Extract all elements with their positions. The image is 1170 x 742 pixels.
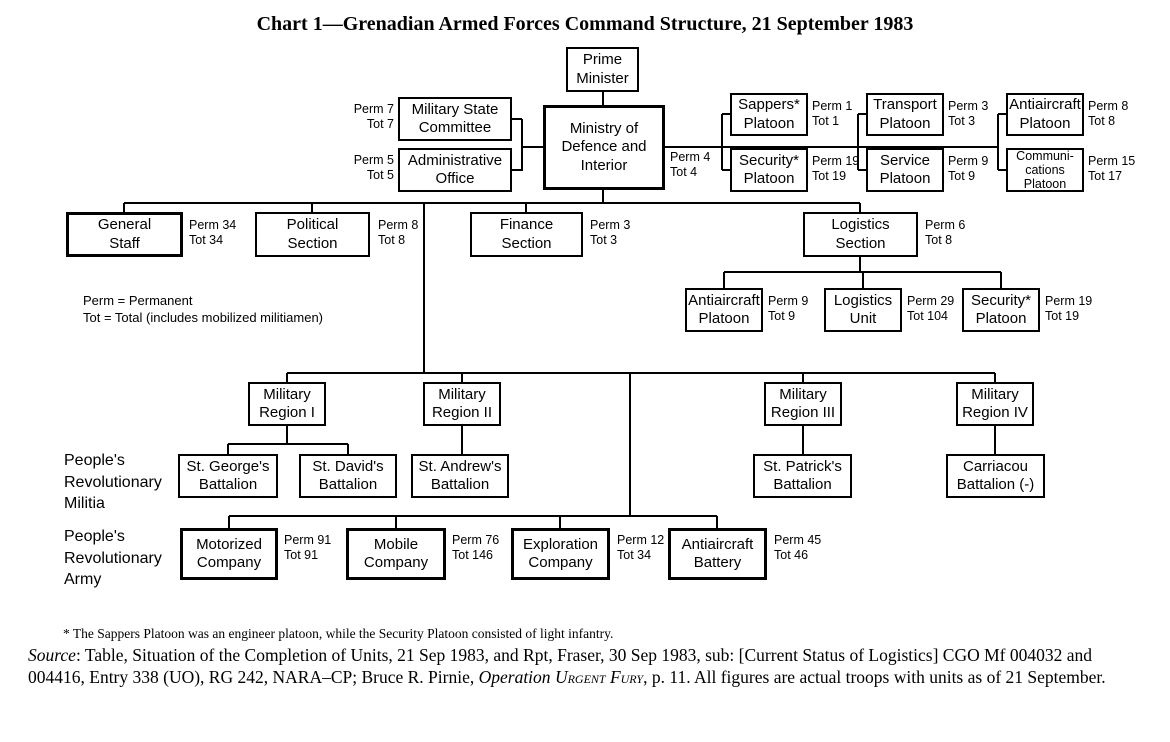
node-exploration-company: Exploration Company: [511, 528, 610, 580]
stat-sappers-platoon: Perm 1 Tot 1: [812, 99, 853, 128]
node-st-davids-battalion: St. David's Battalion: [299, 454, 397, 498]
node-st-patricks-battalion: St. Patrick's Battalion: [753, 454, 852, 498]
source-tail: , p. 11. All figures are actual troops w…: [643, 666, 1106, 687]
node-military-region-2: Military Region II: [423, 382, 501, 426]
source-operation: Operation: [478, 666, 555, 687]
node-military-region-4: Military Region IV: [956, 382, 1034, 426]
stat-security-platoon-logistics: Perm 19 Tot 19: [1045, 294, 1093, 323]
stat-exploration-company: Perm 12 Tot 34: [617, 533, 665, 562]
stat-security-platoon-top: Perm 19 Tot 19: [812, 154, 860, 183]
stat-motorized-company: Perm 91 Tot 91: [284, 533, 332, 562]
stat-logistics-section: Perm 6 Tot 8: [925, 218, 966, 247]
stat-antiaircraft-platoon-logistics: Perm 9 Tot 9: [768, 294, 809, 323]
node-sappers-platoon: Sappers* Platoon: [730, 93, 808, 136]
node-military-state-committee: Military State Committee: [398, 97, 512, 141]
node-antiaircraft-battery: Antiaircraft Battery: [668, 528, 767, 580]
stat-ministry: Perm 4 Tot 4: [670, 150, 711, 179]
node-logistics-section: Logistics Section: [803, 212, 918, 257]
stat-transport-platoon: Perm 3 Tot 3: [948, 99, 989, 128]
stat-service-platoon: Perm 9 Tot 9: [948, 154, 989, 183]
source-label: Source: [28, 645, 76, 665]
node-general-staff: General Staff: [66, 212, 183, 257]
node-st-georges-battalion: St. George's Battalion: [178, 454, 278, 498]
node-finance-section: Finance Section: [470, 212, 583, 257]
stat-mobile-company: Perm 76 Tot 146: [452, 533, 500, 562]
group-label-army: People's Revolutionary Army: [64, 528, 162, 589]
node-mobile-company: Mobile Company: [346, 528, 446, 580]
node-st-andrews-battalion: St. Andrew's Battalion: [411, 454, 509, 498]
stat-administrative-office: Perm 5 Tot 5: [353, 153, 394, 182]
legend: Perm = Permanent Tot = Total (includes m…: [83, 293, 323, 325]
node-military-region-1: Military Region I: [248, 382, 326, 426]
chart-title: Chart 1—Grenadian Armed Forces Command S…: [256, 13, 914, 35]
node-ministry-of-defence: Ministry of Defence and Interior: [543, 105, 665, 190]
node-antiaircraft-platoon-logistics: Antiaircraft Platoon: [685, 288, 763, 332]
stat-general-staff: Perm 34 Tot 34: [189, 218, 237, 247]
source-body: : Table, Situation of the Completion of …: [28, 645, 1093, 687]
group-label-militia: People's Revolutionary Militia: [64, 452, 162, 513]
footnote-asterisk: * The Sappers Platoon was an engineer pl…: [63, 626, 614, 641]
node-service-platoon: Service Platoon: [866, 148, 944, 192]
node-security-platoon-top: Security* Platoon: [730, 148, 808, 192]
node-antiaircraft-platoon-top: Antiaircraft Platoon: [1006, 93, 1084, 136]
node-logistics-unit: Logistics Unit: [824, 288, 902, 332]
stat-finance-section: Perm 3 Tot 3: [590, 218, 631, 247]
node-communications-platoon: Communi- cations Platoon: [1006, 148, 1084, 192]
node-prime-minister: Prime Minister: [566, 47, 639, 92]
source-urgent-fury: Urgent Fury: [554, 666, 644, 687]
node-motorized-company: Motorized Company: [180, 528, 278, 580]
stat-political-section: Perm 8 Tot 8: [378, 218, 419, 247]
node-military-region-3: Military Region III: [764, 382, 842, 426]
node-political-section: Political Section: [255, 212, 370, 257]
node-carriacou-battalion: Carriacou Battalion (-): [946, 454, 1045, 498]
stat-logistics-unit: Perm 29 Tot 104: [907, 294, 955, 323]
stat-antiaircraft-platoon-top: Perm 8 Tot 8: [1088, 99, 1129, 128]
node-administrative-office: Administrative Office: [398, 148, 512, 192]
stat-antiaircraft-battery: Perm 45 Tot 46: [774, 533, 822, 562]
node-transport-platoon: Transport Platoon: [866, 93, 944, 136]
node-security-platoon-logistics: Security* Platoon: [962, 288, 1040, 332]
stat-military-state-committee: Perm 7 Tot 7: [353, 102, 394, 131]
source-note: Source: Table, Situation of the Completi…: [28, 645, 1150, 689]
stat-communications-platoon: Perm 15 Tot 17: [1088, 154, 1136, 183]
